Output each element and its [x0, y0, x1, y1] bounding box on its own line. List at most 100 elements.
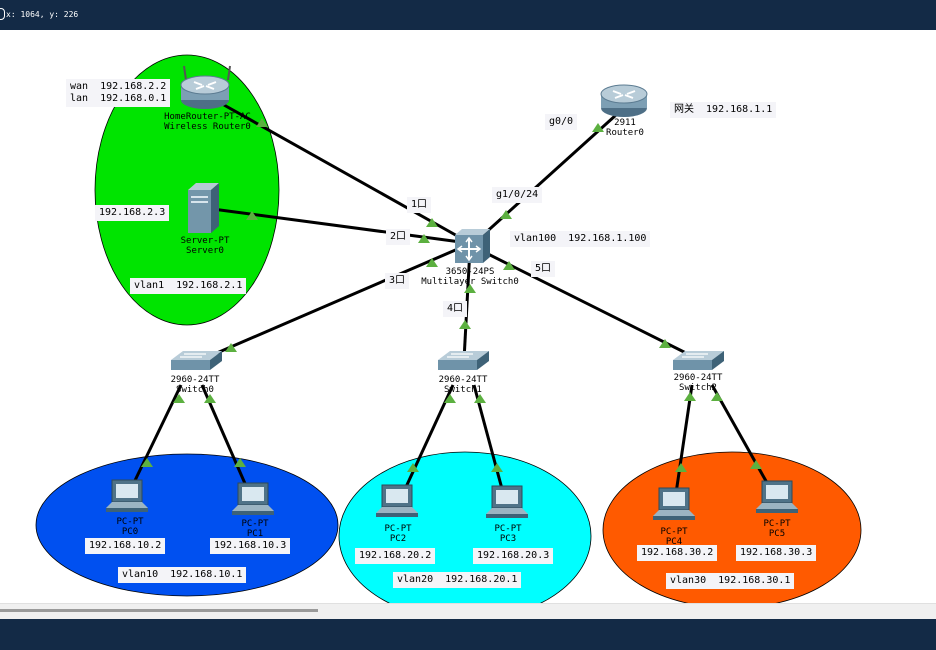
horizontal-scrollbar[interactable]: [0, 603, 936, 619]
note-vlan30[interactable]: vlan30 192.168.30.1: [666, 573, 795, 589]
cursor-icon: [0, 8, 5, 20]
link-switch2-pc4: [673, 384, 694, 501]
device-model: PC-PT: [241, 519, 269, 529]
device-name: Switch2: [679, 383, 717, 393]
note-pc1-ip[interactable]: 192.168.10.3: [210, 538, 291, 554]
link-switch0-pc1: [200, 384, 252, 496]
note-pc3-ip[interactable]: 192.168.20.3: [473, 548, 554, 564]
device-model: PC-PT: [763, 519, 791, 529]
device-model: PC-PT: [494, 524, 522, 534]
note-port2[interactable]: 2口: [386, 229, 411, 245]
bottom-toolbar: [0, 619, 936, 650]
link-up-icon: [659, 339, 671, 348]
link-wireless-core: [223, 103, 469, 244]
link-switch1-pc3: [472, 384, 507, 501]
note-pc2-ip[interactable]: 192.168.20.2: [355, 548, 436, 564]
note-port4[interactable]: 4口: [443, 301, 468, 317]
link-up-icon: [256, 118, 268, 127]
device-router0[interactable]: 2911 Router0: [590, 118, 660, 138]
wireless-router-icon: [180, 65, 231, 109]
note-port5[interactable]: 5口: [531, 261, 556, 277]
link-up-icon: [418, 234, 430, 243]
note-port3[interactable]: 3口: [385, 273, 410, 289]
device-name: PC3: [499, 534, 517, 544]
device-name: PC5: [768, 529, 786, 539]
device-model: 3650-24PS: [445, 267, 495, 277]
device-multilayer-switch0[interactable]: 3650-24PS Multilayer Switch0: [405, 267, 535, 287]
device-name: Server0: [186, 246, 224, 256]
link-switch2-pc5: [710, 384, 777, 498]
device-name: PC0: [121, 527, 139, 537]
link-switch1-pc2: [398, 384, 455, 501]
note-g1-0-24[interactable]: g1/0/24: [492, 187, 543, 203]
note-vlan100[interactable]: vlan100 192.168.1.100: [510, 231, 651, 247]
link-up-icon: [750, 460, 762, 469]
link-router-core: [470, 113, 618, 247]
link-core-switch0: [195, 243, 468, 364]
device-model: 2911: [614, 118, 636, 128]
switch1-icon: [438, 351, 489, 370]
switch2-icon: [673, 351, 724, 370]
link-up-icon: [503, 261, 515, 270]
link-up-icon: [141, 458, 153, 467]
multilayer-switch-icon: [455, 229, 490, 263]
note-vlan10[interactable]: vlan10 192.168.10.1: [118, 567, 247, 583]
link-up-icon: [491, 463, 503, 472]
link-up-icon: [474, 394, 486, 403]
topology-canvas[interactable]: HomeRouter-PT-AC Wireless Router0 Server…: [0, 30, 936, 603]
link-up-icon: [426, 258, 438, 267]
device-model: Server-PT: [180, 236, 230, 246]
device-wireless-router0[interactable]: HomeRouter-PT-AC Wireless Router0: [145, 112, 270, 132]
note-gateway[interactable]: 网关 192.168.1.1: [670, 102, 777, 118]
topology-graphics: [35, 54, 862, 603]
link-up-icon: [246, 211, 258, 220]
note-vlan20[interactable]: vlan20 192.168.20.1: [393, 572, 522, 588]
device-pc0[interactable]: PC-PT PC0: [105, 517, 155, 537]
pc4-icon: [653, 487, 695, 520]
switch0-icon: [171, 351, 222, 370]
link-up-icon: [204, 394, 216, 403]
note-port1[interactable]: 1口: [407, 197, 432, 213]
device-switch2[interactable]: 2960-24TT Switch2: [658, 373, 738, 393]
link-up-icon: [500, 210, 512, 219]
pc3-icon: [486, 485, 528, 518]
link-core-switch2: [471, 244, 697, 360]
device-pc2[interactable]: PC-PT PC2: [373, 524, 423, 544]
zone-vlan1: [94, 54, 280, 326]
device-model: PC-PT: [384, 524, 412, 534]
note-server-ip[interactable]: 192.168.2.3: [95, 205, 170, 221]
note-g0-0[interactable]: g0/0: [545, 114, 578, 130]
device-switch0[interactable]: 2960-24TT Switch0: [155, 375, 235, 395]
link-status-markers: [141, 118, 762, 472]
note-pc5-ip[interactable]: 192.168.30.3: [736, 545, 817, 561]
device-model: 2960-24TT: [438, 375, 488, 385]
pc0-icon: [106, 479, 148, 512]
cursor-coordinates: x: 1064, y: 226: [6, 10, 79, 19]
device-switch1[interactable]: 2960-24TT Switch1: [423, 375, 503, 395]
link-up-icon: [464, 284, 476, 293]
link-up-icon: [444, 394, 456, 403]
device-name: Wireless Router0: [164, 122, 251, 132]
device-pc3[interactable]: PC-PT PC3: [483, 524, 533, 544]
device-model: PC-PT: [660, 527, 688, 537]
router-icon: [600, 84, 648, 117]
link-switch0-pc0: [126, 384, 183, 496]
device-pc5[interactable]: PC-PT PC5: [752, 519, 802, 539]
note-pc0-ip[interactable]: 192.168.10.2: [85, 538, 166, 554]
device-name: Router0: [606, 128, 644, 138]
device-pc1[interactable]: PC-PT PC1: [230, 519, 280, 539]
device-pc4[interactable]: PC-PT PC4: [649, 527, 699, 547]
note-wan-lan[interactable]: wan 192.168.2.2 lan 192.168.0.1: [66, 79, 171, 107]
link-up-icon: [234, 458, 246, 467]
device-model: 2960-24TT: [170, 375, 220, 385]
device-name: Switch1: [444, 385, 482, 395]
device-name: PC2: [389, 534, 407, 544]
top-toolbar: x: 1064, y: 226: [0, 0, 936, 30]
device-name: Switch0: [176, 385, 214, 395]
note-vlan1[interactable]: vlan1 192.168.2.1: [130, 278, 247, 294]
device-server0[interactable]: Server-PT Server0: [160, 236, 250, 256]
link-up-icon: [173, 394, 185, 403]
scrollbar-thumb[interactable]: [0, 609, 318, 612]
note-pc4-ip[interactable]: 192.168.30.2: [637, 545, 718, 561]
link-up-icon: [459, 320, 471, 329]
